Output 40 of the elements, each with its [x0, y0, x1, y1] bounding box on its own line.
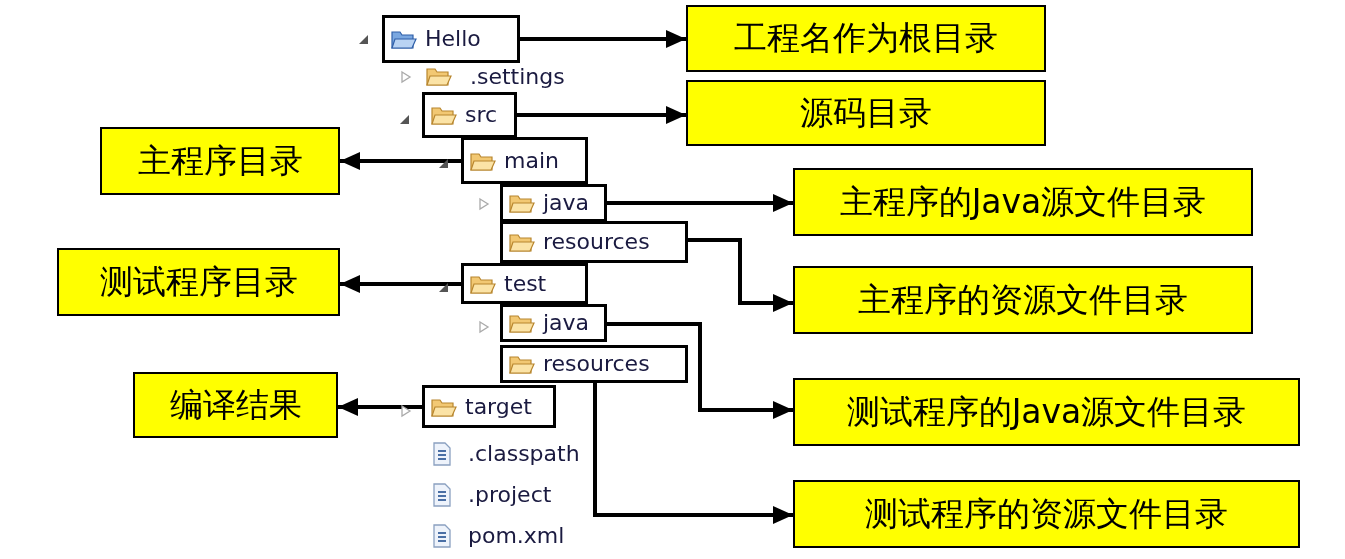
folder-label: Hello	[425, 28, 481, 50]
callout-box: 测试程序的资源文件目录	[793, 480, 1300, 548]
file-name: pom.xml	[468, 525, 565, 547]
arrow	[338, 398, 422, 416]
callout-box: 编译结果	[133, 372, 338, 438]
outline-box	[461, 263, 588, 304]
outline-box	[422, 92, 517, 138]
folder-label: resources	[543, 231, 650, 253]
outline-box	[461, 137, 588, 184]
file-name: .classpath	[468, 443, 580, 465]
callout-box: 主程序的Java源文件目录	[793, 168, 1253, 236]
arrow	[340, 275, 461, 293]
file-name: .project	[468, 484, 552, 506]
callout-box: 测试程序目录	[57, 248, 340, 316]
arrow	[340, 152, 461, 170]
arrow	[520, 30, 686, 48]
arrow	[593, 383, 793, 524]
callout-box: 主程序目录	[100, 127, 340, 195]
callout-box: 工程名作为根目录	[686, 5, 1046, 72]
arrow	[688, 238, 793, 312]
folder-label: src	[465, 104, 498, 126]
folder-label: java	[543, 312, 590, 334]
arrow	[607, 322, 793, 419]
folder-label: target	[465, 395, 532, 418]
outline-box	[500, 184, 607, 222]
outline-box	[382, 15, 520, 63]
folder-label: resources	[543, 353, 650, 375]
folder-label: main	[504, 149, 559, 172]
folder-label: java	[543, 192, 590, 214]
folder-label: test	[504, 272, 547, 295]
outline-box	[500, 345, 688, 383]
arrow	[607, 194, 793, 212]
outline-box	[500, 221, 688, 263]
callout-box: 测试程序的Java源文件目录	[793, 378, 1300, 446]
outline-box	[500, 304, 607, 342]
file-name: .settings	[470, 66, 565, 88]
callout-box: 源码目录	[686, 80, 1046, 146]
outline-box	[422, 385, 556, 428]
callout-box: 主程序的资源文件目录	[793, 266, 1253, 334]
arrow	[517, 106, 686, 124]
